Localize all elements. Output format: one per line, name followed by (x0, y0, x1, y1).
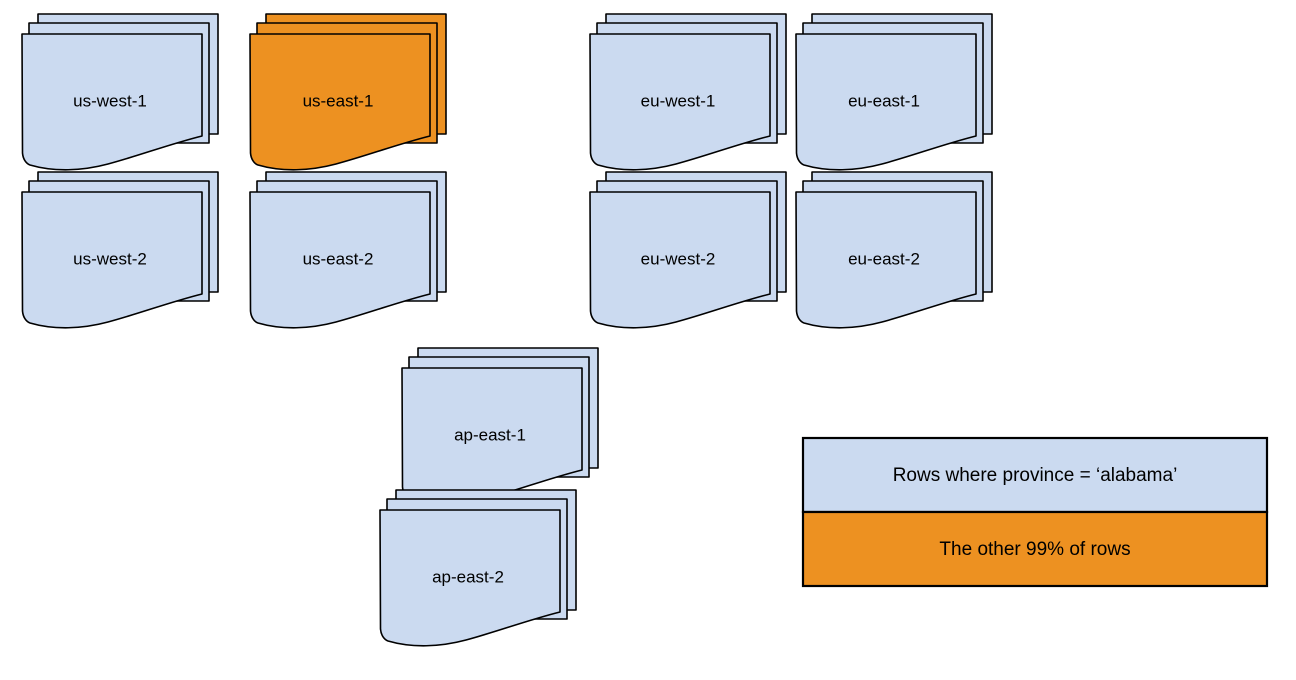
region-stack-ap-east-1[interactable]: ap-east-1 (401, 347, 599, 505)
region-stack-us-west-2[interactable]: us-west-2 (21, 171, 219, 329)
legend-label-orange: The other 99% of rows (939, 539, 1130, 560)
region-label: eu-west-2 (641, 249, 716, 268)
legend-label-blue: Rows where province = ‘alabama’ (893, 465, 1178, 486)
region-stack-eu-west-2[interactable]: eu-west-2 (589, 171, 787, 329)
region-label: ap-east-1 (454, 425, 526, 444)
region-stack-eu-west-1[interactable]: eu-west-1 (589, 13, 787, 171)
region-label: us-west-2 (73, 249, 147, 268)
region-label: us-east-1 (303, 91, 374, 110)
legend: Rows where province = ‘alabama’ The othe… (801, 436, 1269, 588)
region-stack-us-east-2[interactable]: us-east-2 (249, 171, 447, 329)
region-stack-eu-east-2[interactable]: eu-east-2 (795, 171, 993, 329)
region-stack-ap-east-2[interactable]: ap-east-2 (379, 489, 577, 647)
region-label: us-west-1 (73, 91, 147, 110)
region-stack-eu-east-1[interactable]: eu-east-1 (795, 13, 993, 171)
region-label: eu-east-1 (848, 91, 920, 110)
region-label: us-east-2 (303, 249, 374, 268)
legend-swatch-blue (801, 436, 1269, 514)
region-stack-us-west-1[interactable]: us-west-1 (21, 13, 219, 171)
region-label: ap-east-2 (432, 567, 504, 586)
region-label: eu-east-2 (848, 249, 920, 268)
legend-swatch-orange (801, 510, 1269, 588)
region-label: eu-west-1 (641, 91, 716, 110)
region-stack-us-east-1[interactable]: us-east-1 (249, 13, 447, 171)
